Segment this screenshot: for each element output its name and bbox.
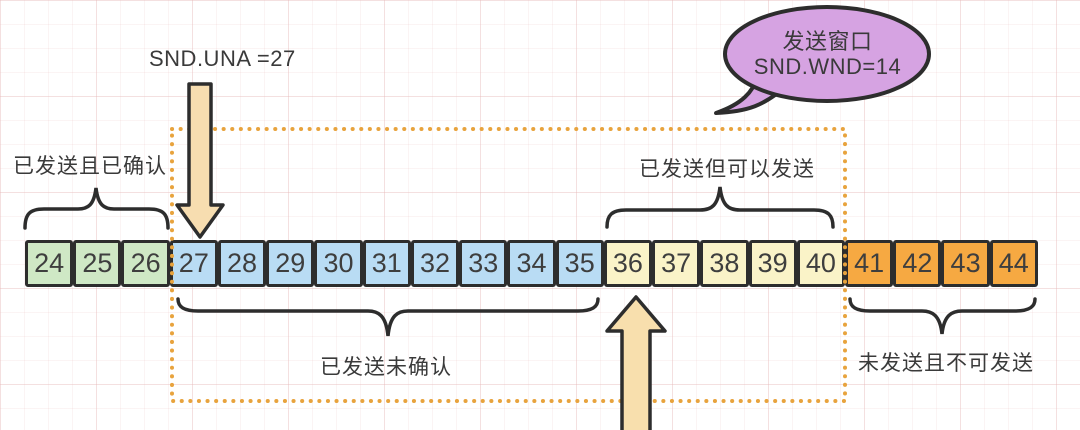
- bubble-line2: SND.WND=14: [753, 54, 902, 79]
- sequence-cell-38: 38: [700, 240, 749, 287]
- sequence-cell-43: 43: [941, 240, 990, 287]
- send-window-bubble: 发送窗口 SND.WND=14: [727, 29, 928, 79]
- brace-not-sent-cannot-send: [848, 297, 1037, 335]
- snd-una-pointer-label: SND.UNA =27: [149, 46, 296, 71]
- brace-sent-can-send: [605, 186, 835, 229]
- sequence-cell-35: 35: [555, 240, 604, 287]
- sequence-cell-34: 34: [507, 240, 556, 287]
- bubble-line1: 发送窗口: [782, 29, 873, 54]
- sequence-cell-44: 44: [989, 240, 1038, 287]
- snd-nxt-up-arrow: [605, 295, 667, 430]
- label-not-sent-cannot-send: 未发送且不可发送: [858, 352, 1034, 375]
- sequence-cell-37: 37: [652, 240, 701, 287]
- sequence-cell-30: 30: [314, 240, 363, 287]
- label-sent-not-acked: 已发送未确认: [320, 356, 452, 379]
- sequence-cell-24: 24: [25, 240, 74, 287]
- sequence-cell-40: 40: [796, 240, 845, 287]
- sequence-cell-42: 42: [893, 240, 942, 287]
- sequence-cell-25: 25: [73, 240, 122, 287]
- sequence-cell-29: 29: [266, 240, 315, 287]
- snd-una-down-arrow: [175, 82, 225, 239]
- sequence-cell-41: 41: [844, 240, 894, 287]
- label-sent-acked: 已发送且已确认: [13, 155, 167, 178]
- sequence-cell-26: 26: [121, 240, 170, 287]
- sequence-cell-27: 27: [169, 240, 218, 287]
- sequence-cell-28: 28: [217, 240, 267, 287]
- sequence-cell-39: 39: [748, 240, 797, 287]
- sequence-cell-33: 33: [459, 240, 508, 287]
- label-sent-can-send: 已发送但可以发送: [639, 158, 815, 181]
- sequence-cell-31: 31: [362, 240, 411, 287]
- bubble-tail: [714, 74, 792, 115]
- brace-sent-not-acked: [176, 297, 600, 337]
- sequence-cell-32: 32: [410, 240, 460, 287]
- brace-sent-acked: [23, 187, 170, 230]
- sequence-cell-36: 36: [603, 240, 653, 287]
